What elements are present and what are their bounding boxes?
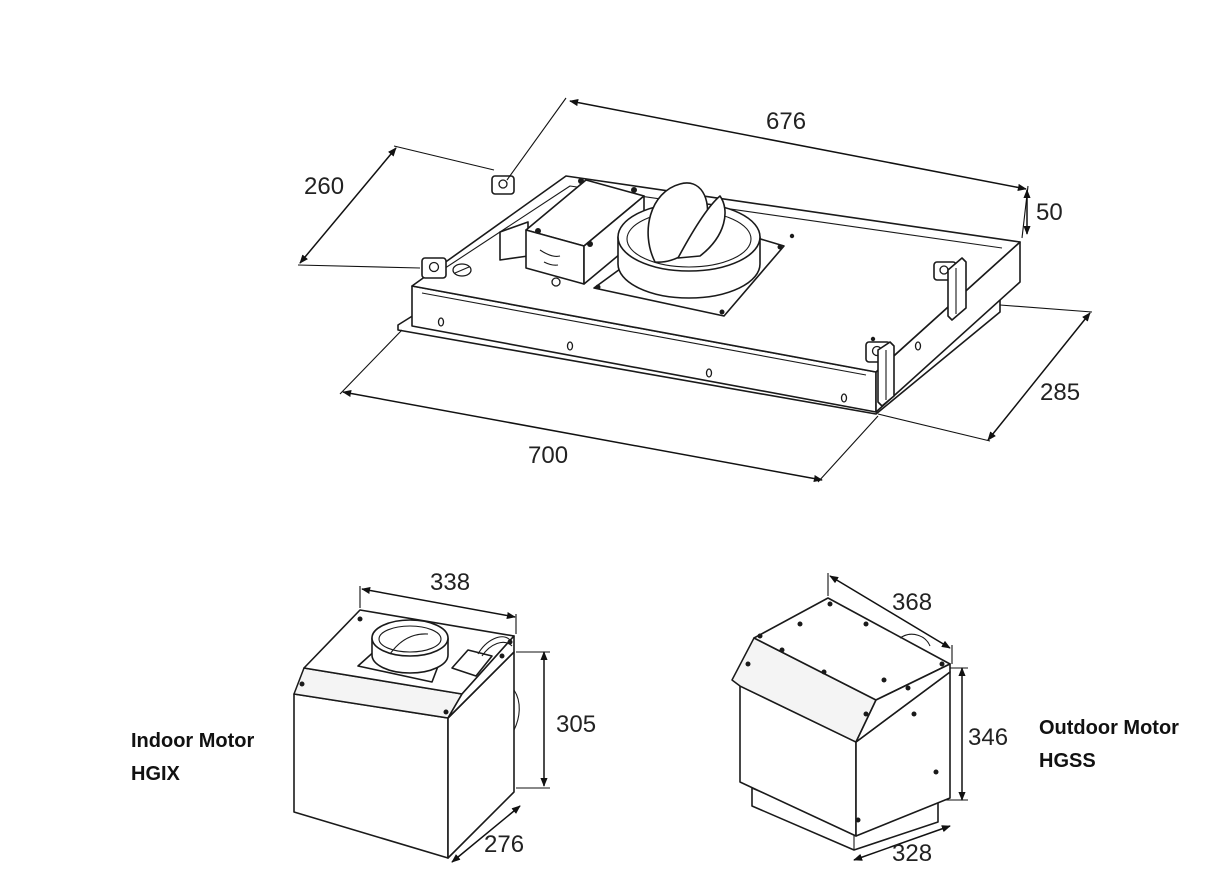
outdoor-motor-title: Outdoor Motor <box>1039 717 1179 739</box>
dim-label-285: 285 <box>1040 379 1080 406</box>
dim-label-276: 276 <box>484 831 524 858</box>
dim-label-328: 328 <box>892 840 932 867</box>
dim-label-50: 50 <box>1036 199 1063 226</box>
indoor-motor-front-face <box>293 693 449 859</box>
indoor-motor-drawing: 338 305 276 <box>293 569 596 863</box>
outdoor-motor-drawing: 368 346 328 <box>731 573 1008 867</box>
dim-label-346: 346 <box>968 724 1008 751</box>
dim-label-260: 260 <box>304 173 344 200</box>
hood-drawing: 676 260 50 700 285 <box>297 97 1093 483</box>
indoor-motor-title: Indoor Motor <box>131 730 255 752</box>
indoor-motor-cable-box <box>451 649 493 677</box>
dim-label-305: 305 <box>556 711 596 738</box>
dim-line-368 <box>829 575 951 649</box>
hood-bracket-back-left <box>491 175 515 195</box>
dim-line-328 <box>853 825 951 861</box>
outdoor-motor-model: HGSS <box>1039 750 1096 772</box>
dim-label-338: 338 <box>430 569 470 596</box>
indoor-motor-caption: Indoor Motor HGIX <box>131 725 254 791</box>
dim-label-700: 700 <box>528 442 568 469</box>
dim-line-700 <box>339 329 879 483</box>
dim-label-676: 676 <box>766 108 806 135</box>
hood-bracket-front-right <box>865 341 895 407</box>
hood-bracket-back-right <box>933 257 967 321</box>
hood-screw-icon <box>452 263 472 277</box>
dim-line-276 <box>451 805 521 863</box>
dim-line-285 <box>877 304 1093 442</box>
outdoor-motor-caption: Outdoor Motor HGSS <box>1039 712 1179 778</box>
hood-front-rivets <box>437 233 922 403</box>
indoor-motor-collar <box>371 619 449 657</box>
indoor-motor-model: HGIX <box>131 763 180 785</box>
dim-line-260 <box>297 145 495 269</box>
hood-bracket-front-left <box>421 257 447 279</box>
dim-label-368: 368 <box>892 589 932 616</box>
dim-line-338 <box>361 586 516 620</box>
